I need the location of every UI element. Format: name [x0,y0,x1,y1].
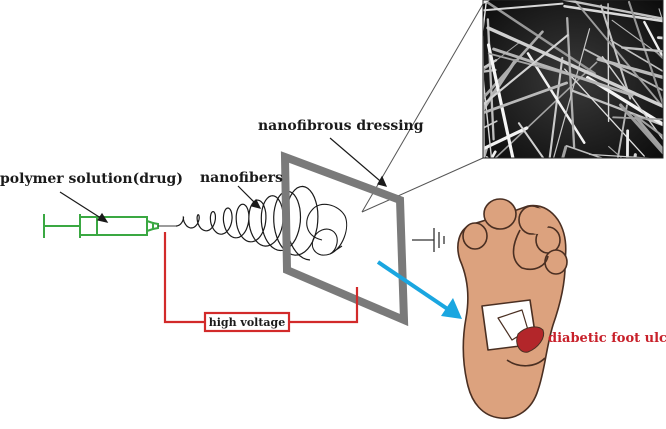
sem-fiber [486,43,515,158]
sem-fiber [610,39,663,73]
sem-fiber [601,56,663,141]
sem-fiber [486,1,596,75]
label-nanofibrous-dressing: nanofibrous dressing [258,118,424,134]
sem-fiber [563,4,663,23]
sem-fiber [564,68,645,157]
sem-fiber [589,153,659,158]
label-polymer-solution: polymer solution(drug) [0,171,183,187]
sem-fiber [627,0,663,108]
sem-fiber [611,19,663,58]
sem-fiber [608,145,623,158]
label-nanofibers: nanofibers [200,170,283,186]
sem-fiber [483,81,569,115]
sem-fiber [612,116,663,121]
sem-fiber [566,17,576,149]
sem-fiber [565,145,604,158]
sem-fiber [486,26,663,109]
sem-fiber [483,34,569,107]
sem-fiber [573,0,663,109]
sem-fiber [616,104,628,158]
deposited-fibers [306,203,348,256]
sem-fiber [483,30,544,101]
sem-micrograph-image [470,0,664,159]
sem-fiber [492,47,634,97]
sem-fiber [621,46,663,53]
syringe-icon [43,214,159,238]
label-high-voltage: high voltage [208,316,286,329]
sem-fiber [552,28,591,158]
sem-fiber [632,113,663,138]
ground-icon [412,228,445,252]
sem-fiber [634,116,663,152]
sem-fiber [486,18,495,141]
sem-fiber [633,153,637,158]
sem-fiber [526,52,586,144]
sem-fiber [483,68,497,73]
sem-fiber [470,78,480,158]
sem-fiber [600,4,632,100]
sem-fiber [517,122,545,158]
label-diabetic-foot-ulcer: diabetic foot ulcer [548,331,666,346]
sem-fiber [559,0,663,20]
sem-fiber [483,59,498,70]
sem-fiber [618,103,663,155]
sem-fiber [483,126,529,151]
sem-fiber [483,2,564,12]
nanofiber-jet [176,185,319,261]
high-voltage-circuit [163,232,359,333]
sem-fiber [596,57,663,80]
sem-fiber [643,20,663,60]
foot-icon [457,198,568,419]
sem-fiber [483,0,491,5]
delivery-arrow [376,260,462,319]
sem-fiber [626,129,630,158]
sem-fiber [548,56,564,158]
pointer-arrows [59,137,388,223]
collector-frame [280,151,409,327]
